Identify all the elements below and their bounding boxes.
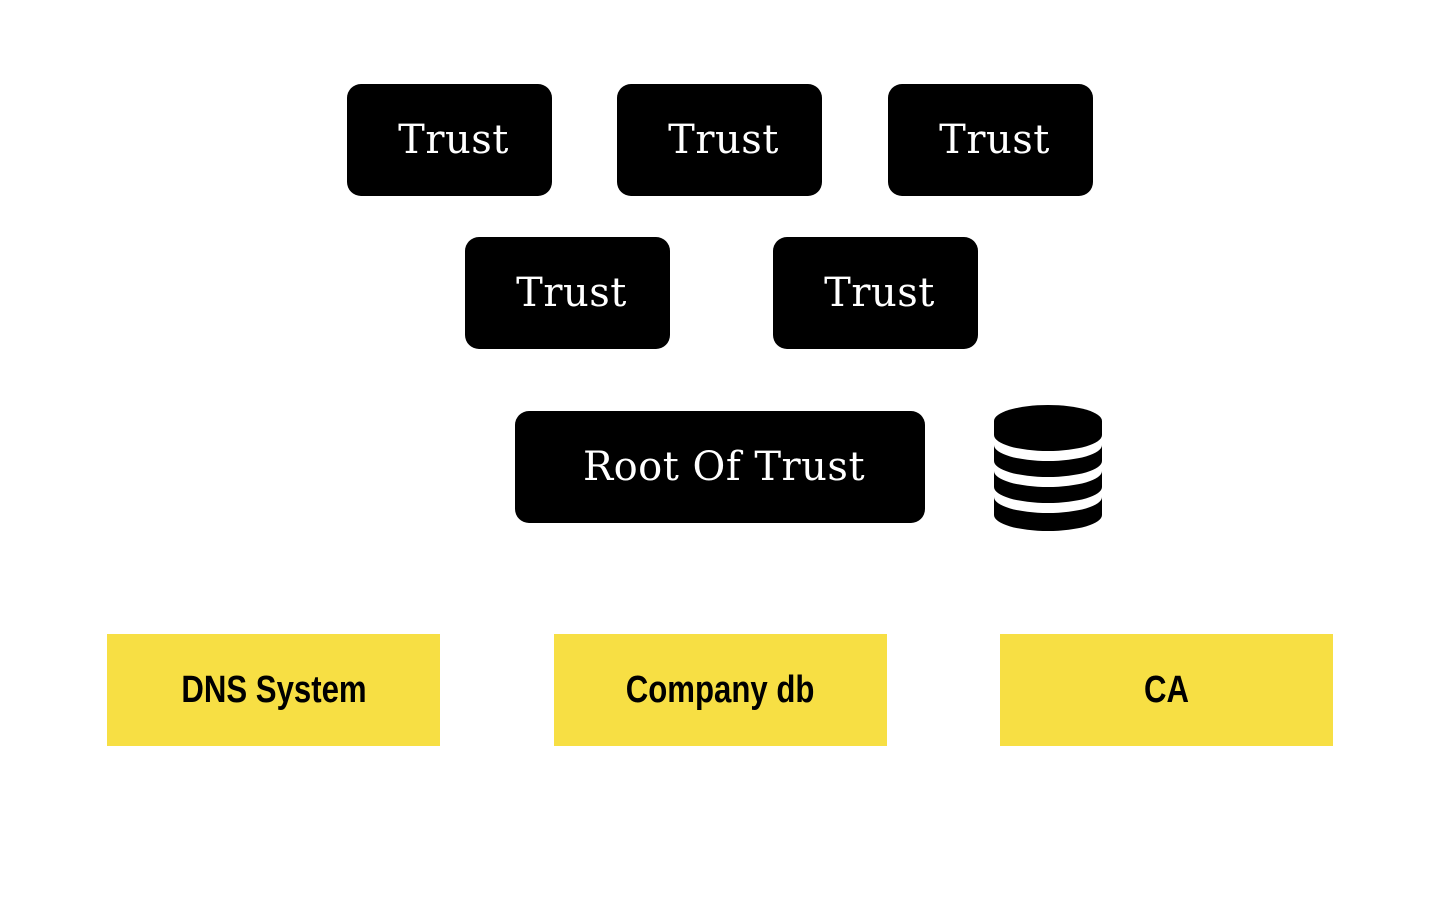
trust-node: Trust (773, 237, 978, 349)
database-icon (994, 405, 1102, 531)
source-label: CA (1143, 668, 1189, 711)
trust-node: Trust (888, 84, 1093, 196)
trust-node-label: Trust (398, 117, 509, 163)
source-company-db: Company db (554, 634, 887, 746)
source-dns-system: DNS System (107, 634, 440, 746)
root-of-trust-label: Root Of Trust (582, 444, 866, 490)
trust-node-label: Trust (939, 117, 1050, 163)
trust-node: Trust (617, 84, 822, 196)
trust-node: Trust (465, 237, 670, 349)
trust-node-label: Trust (668, 117, 779, 163)
trust-node-label: Trust (824, 270, 935, 316)
source-ca: CA (1000, 634, 1333, 746)
source-label: DNS System (180, 668, 367, 711)
trust-node: Trust (347, 84, 552, 196)
root-of-trust-node: Root Of Trust (515, 411, 925, 523)
trust-node-label: Trust (516, 270, 627, 316)
source-label: Company db (626, 668, 815, 711)
